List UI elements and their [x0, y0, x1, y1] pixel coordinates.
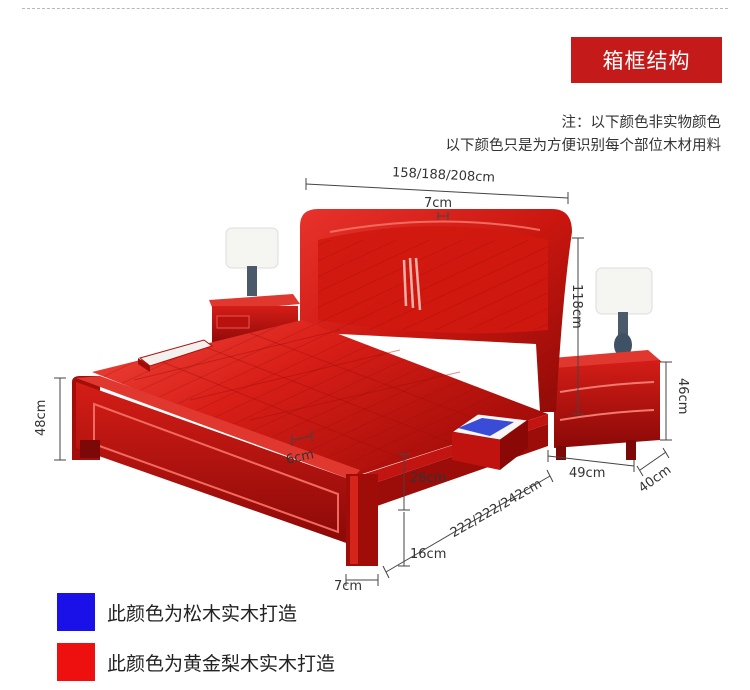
- legend-row-pine: 此颜色为松木实木打造: [57, 593, 297, 631]
- dim-bed-height: 48cm: [34, 399, 49, 436]
- legend-label-pine: 此颜色为松木实木打造: [107, 602, 298, 625]
- bed-deck: [92, 320, 548, 476]
- section-title-badge: 箱框结构: [571, 37, 722, 83]
- dim-headboard-top: 7cm: [424, 196, 453, 211]
- legend-swatch-red: [57, 643, 95, 681]
- dim-headboard-height: 118cm: [569, 284, 584, 329]
- section-title: 箱框结构: [602, 49, 691, 73]
- left-nightstand: [209, 227, 300, 346]
- right-nightstand: [552, 267, 662, 460]
- dim-leg-width: 7cm: [334, 579, 363, 594]
- headboard: [300, 209, 572, 412]
- storage-drawer: [450, 413, 530, 470]
- top-divider: [22, 8, 728, 9]
- legend-row-pear-wood: 此颜色为黄金梨木实木打造: [57, 643, 335, 681]
- dim-rail-height: 26cm: [410, 471, 447, 486]
- dim-leg-height: 16cm: [410, 547, 447, 562]
- dim-nightstand-width: 49cm: [569, 466, 606, 481]
- legend-swatch-blue: [57, 593, 95, 631]
- dim-nightstand-height: 46cm: [675, 378, 690, 415]
- legend-label-pear-wood: 此颜色为黄金梨木实木打造: [107, 652, 336, 675]
- left-side-drawer: [138, 339, 214, 372]
- dimension-lines: [54, 178, 672, 586]
- color-note-line-1: 注：以下颜色非实物颜色: [561, 115, 722, 131]
- color-note-line-2: 以下颜色只是为方便识别每个部位木材用料: [445, 138, 722, 154]
